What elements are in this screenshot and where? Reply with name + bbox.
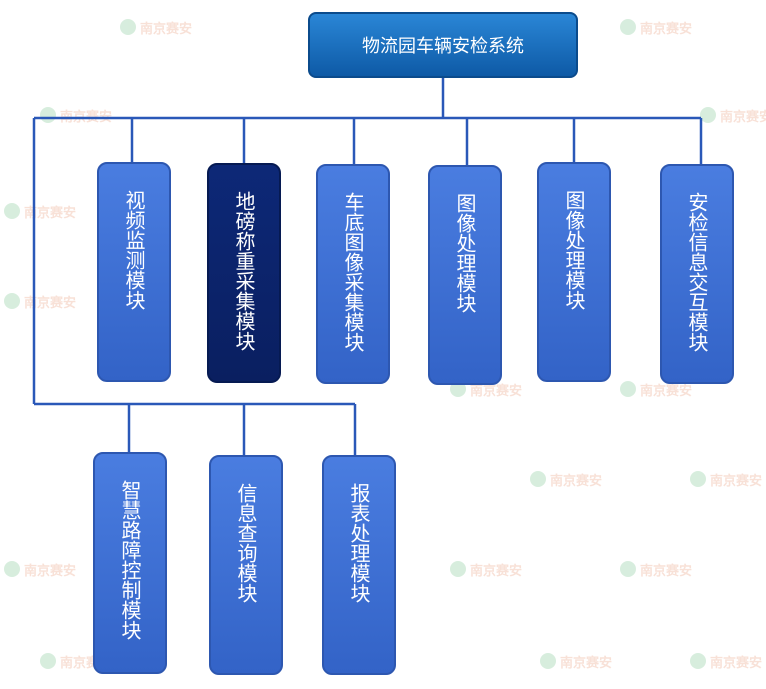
root-node-system-title: 物流园车辆安检系统 xyxy=(308,12,578,78)
module-label: 信息查询模块 xyxy=(234,483,258,603)
watermark: 南京赛安 xyxy=(620,16,710,38)
watermark: 南京赛安 xyxy=(690,468,766,490)
watermark: 南京赛安 xyxy=(4,290,94,312)
module-label: 视频监测模块 xyxy=(122,190,146,310)
watermark: 南京赛安 xyxy=(700,104,766,126)
module-label: 车底图像采集模块 xyxy=(341,192,365,352)
module-image-processing-2: 图像处理模块 xyxy=(537,162,611,382)
watermark: 南京赛安 xyxy=(450,558,540,580)
module-label: 地磅称重采集模块 xyxy=(232,191,256,351)
watermark: 南京赛安 xyxy=(690,650,766,672)
module-underbody-image-collection: 车底图像采集模块 xyxy=(316,164,390,384)
module-label: 安检信息交互模块 xyxy=(685,192,709,352)
watermark: 南京赛安 xyxy=(620,378,710,400)
watermark: 南京赛安 xyxy=(540,650,630,672)
module-image-processing-1: 图像处理模块 xyxy=(428,165,502,385)
module-smart-barrier-control: 智慧路障控制模块 xyxy=(93,452,167,674)
module-video-monitoring: 视频监测模块 xyxy=(97,162,171,382)
module-weighbridge-collection: 地磅称重采集模块 xyxy=(207,163,281,383)
module-info-query: 信息查询模块 xyxy=(209,455,283,675)
watermark: 南京赛安 xyxy=(450,378,540,400)
module-security-info-exchange: 安检信息交互模块 xyxy=(660,164,734,384)
module-label: 智慧路障控制模块 xyxy=(118,480,142,640)
module-report-processing: 报表处理模块 xyxy=(322,455,396,675)
watermark: 南京赛安 xyxy=(620,558,710,580)
watermark: 南京赛安 xyxy=(120,16,210,38)
module-label: 报表处理模块 xyxy=(347,483,371,603)
watermark: 南京赛安 xyxy=(530,468,620,490)
watermark: 南京赛安 xyxy=(4,200,94,222)
watermark: 南京赛安 xyxy=(4,558,94,580)
module-label: 图像处理模块 xyxy=(453,193,477,313)
module-label: 图像处理模块 xyxy=(562,190,586,310)
root-node-label: 物流园车辆安检系统 xyxy=(362,36,524,57)
